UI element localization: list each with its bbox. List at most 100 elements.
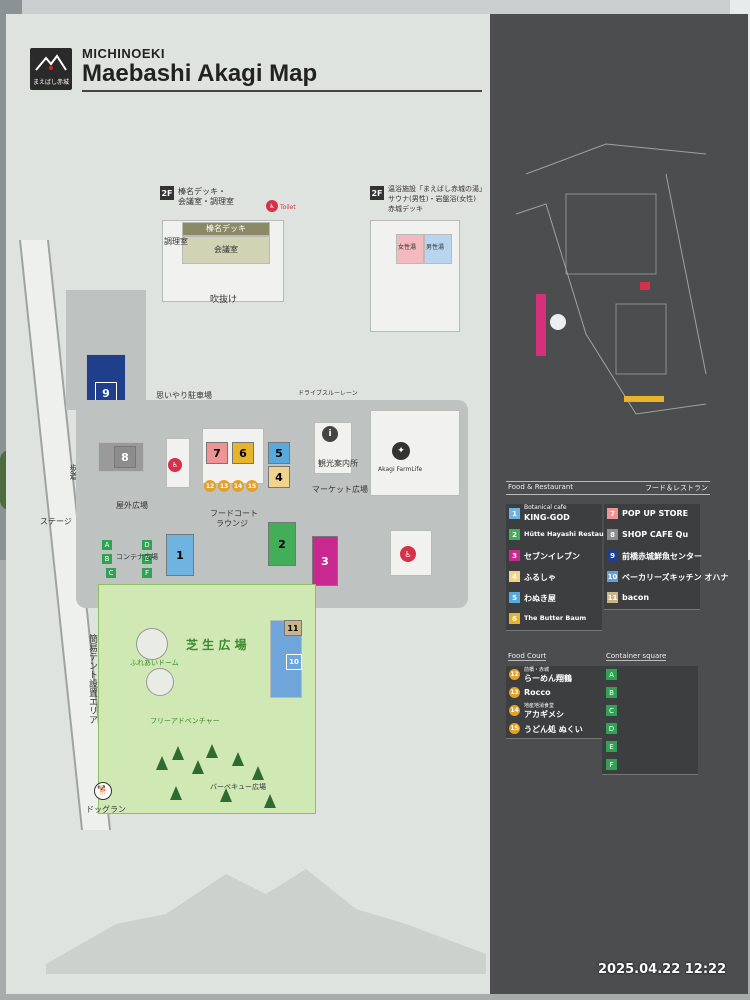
toilet-icon: ♿ <box>266 200 278 212</box>
container-square-letter: A <box>606 669 617 680</box>
legend-shop-name: The Butter Baum <box>524 614 587 622</box>
legend-shop-9: 9 前橋赤城鮮魚センター <box>604 546 702 568</box>
haruna-deck <box>182 222 270 236</box>
container-B-marker: B <box>102 554 112 564</box>
womens-bath-label: 女性湯 <box>398 244 417 251</box>
legend-shop-number: 7 <box>607 508 618 519</box>
lawn-area <box>98 584 316 814</box>
brand-label: MICHINOEKI <box>82 46 165 61</box>
container-square-letter: C <box>606 705 617 716</box>
container-square-item: A <box>602 666 698 685</box>
stage-label: ステージ <box>40 517 72 526</box>
floor-badge-right: 2F <box>370 186 384 200</box>
sidewalk-label: 歩道 <box>69 464 78 480</box>
photo-timestamp: 2025.04.22 12:22 <box>598 962 727 977</box>
legend-shop-7: 7 POP UP STORE <box>604 504 700 526</box>
meeting-room-label: 会議室 <box>214 245 238 254</box>
tree-icon <box>252 766 264 780</box>
container-square-letter: F <box>606 759 617 770</box>
food-court-header: Food Court <box>508 652 547 661</box>
lounge-label: ラウンジ <box>216 519 248 528</box>
legend-shop-number: 11 <box>607 592 618 603</box>
container-D-marker: D <box>142 540 152 550</box>
michinoeki-logo: まえばし赤城 <box>30 48 72 90</box>
atrium-label: 吹抜け <box>210 295 238 305</box>
legend-shop-subtitle: Botanical cafe <box>524 504 567 511</box>
legend-shop-number: 10 <box>607 571 618 582</box>
container-square-item: C <box>602 702 698 721</box>
legend-shop-6: 6 The Butter Baum <box>506 609 602 631</box>
fureai-dome-label: ふれあいドーム <box>130 659 179 667</box>
shop-10-marker: 10 <box>286 654 302 670</box>
legend-shop-11: 11 bacon <box>604 588 700 610</box>
food-court-name: Rocco <box>524 688 551 697</box>
legend-shop-number: 8 <box>607 529 618 540</box>
legend-shop-name: ふるしゃ <box>524 573 556 582</box>
shop-5-marker: 5 <box>268 442 290 464</box>
dog-icon: 🐕 <box>94 782 112 800</box>
shop-7-marker: 7 <box>206 442 228 464</box>
legend-shop-name: POP UP STORE <box>622 509 689 518</box>
market-plaza-label: マーケット広場 <box>312 485 368 494</box>
foodcourt-14-marker: 14 <box>232 480 244 492</box>
food-court-subtitle: 地産地消食堂 <box>524 703 555 709</box>
mountain-silhouette <box>46 869 486 974</box>
tree-icon <box>220 788 232 802</box>
legend-shop-number: 5 <box>509 592 520 603</box>
floor-right-line1: 温浴施設「まえばし赤城の湯」 <box>388 185 486 193</box>
kitchen-room-label: 調理室 <box>164 237 188 246</box>
legend-shop-name: 前橋赤城鮮魚センター <box>622 552 702 561</box>
bbq-plaza-label: バーベキュー広場 <box>210 783 266 791</box>
legend-shop-number: 9 <box>607 550 618 561</box>
container-plaza-label: コンテナ広場 <box>116 553 158 561</box>
drive-lane-label: ドライブスルーレーン <box>298 390 358 397</box>
tree-icon <box>170 786 182 800</box>
outdoor-plaza-label: 屋外広場 <box>116 501 148 510</box>
legend-shop-number: 6 <box>509 613 520 624</box>
container-C-marker: C <box>106 568 116 578</box>
food-court-number: 15 <box>509 723 520 734</box>
shop-3-marker: 3 <box>312 536 338 586</box>
container-A-marker: A <box>102 540 112 550</box>
dome-2 <box>146 668 174 696</box>
dome-1 <box>136 628 168 660</box>
food-restaurant-title-jp: フード＆レストラン <box>645 484 708 492</box>
akagi-farm-label: Akagi FarmLife <box>378 466 423 473</box>
akagi-farm-building <box>370 410 460 496</box>
foodcourt-13-marker: 13 <box>218 480 230 492</box>
akagi-farm-logo: ✦ <box>392 442 410 460</box>
container-square-item: D <box>602 720 698 739</box>
mens-bath-label: 男性湯 <box>426 244 445 251</box>
container-square-item: B <box>602 684 698 703</box>
tree-icon <box>206 744 218 758</box>
toilet-block-east <box>390 530 432 576</box>
floor-right-line3: 赤城デッキ <box>388 205 423 213</box>
shop-6-marker: 6 <box>232 442 254 464</box>
legend-shop-name: セブンイレブン <box>524 552 580 561</box>
legend-shop-5: 5 わぬき屋 <box>506 588 602 610</box>
legend-shop-name: KING-GOD <box>524 513 570 522</box>
legend-shop-2: 2 Hütte Hayashi Restaurant <box>506 525 619 547</box>
tree-icon <box>192 760 204 774</box>
food-restaurant-header: Food & Restaurant フード＆レストラン <box>506 481 710 495</box>
container-square-item: E <box>602 738 698 757</box>
lawn-label: 芝 生 広 場 <box>186 638 247 652</box>
legend-shop-name: Hütte Hayashi Restaurant <box>524 530 619 538</box>
restroom-east-icon: ♿ <box>400 546 416 562</box>
container-square-letter: B <box>606 687 617 698</box>
container-E-marker: E <box>142 554 152 564</box>
legend-shop-number: 2 <box>509 529 520 540</box>
tree-icon <box>156 756 168 770</box>
tent-area-label: 簡易テント設置エリア <box>87 634 97 724</box>
foodcourt-label: フードコート <box>210 509 258 518</box>
mens-bath <box>424 234 452 264</box>
map-title: Maebashi Akagi Map <box>82 60 318 87</box>
legend-shop-name: わぬき屋 <box>524 594 556 603</box>
legend-shop-name: bacon <box>622 593 650 602</box>
